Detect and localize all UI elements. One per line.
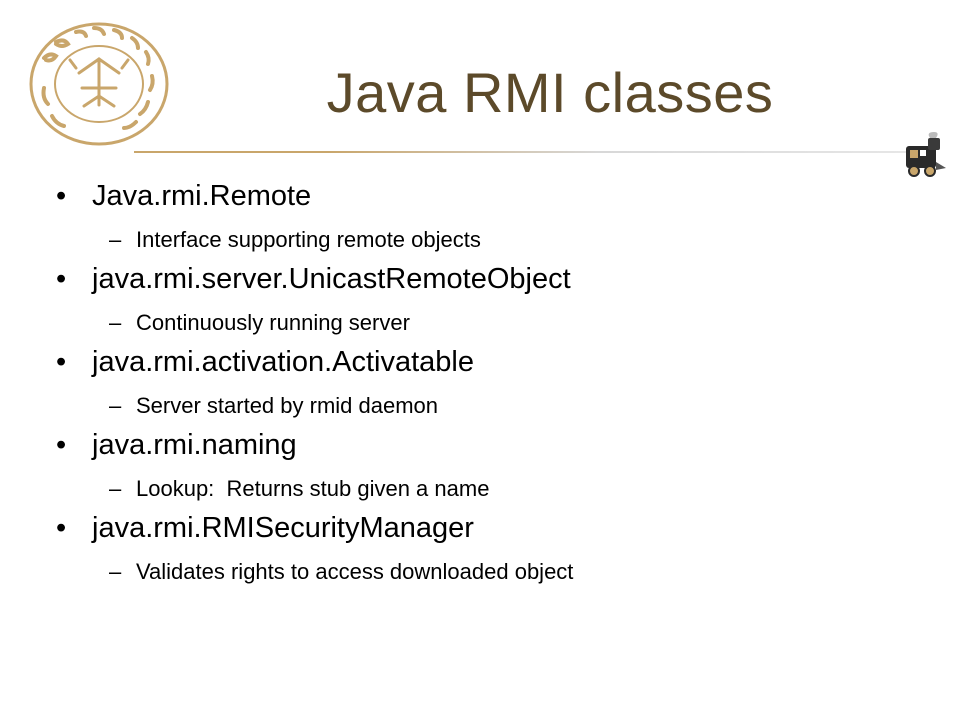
sub-bullet-text: Lookup: Returns stub given a name: [136, 476, 490, 501]
sub-bullet-item: – Server started by rmid daemon: [56, 393, 936, 419]
bullet-text: java.rmi.activation.Activatable: [92, 346, 474, 378]
bullet-item: • java.rmi.naming: [56, 428, 936, 462]
bullet-text: java.rmi.RMISecurityManager: [92, 512, 474, 544]
sub-bullet-item: – Continuously running server: [56, 310, 936, 336]
bullet-item: • java.rmi.RMISecurityManager: [56, 511, 936, 545]
sub-bullet-text: Server started by rmid daemon: [136, 393, 439, 418]
slide-title: Java RMI classes: [326, 61, 774, 124]
purdue-university-seal-icon: [29, 22, 169, 146]
bullet-text: java.rmi.server.UnicastRemoteObject: [92, 263, 571, 295]
bullet-item: • java.rmi.server.UnicastRemoteObject: [56, 262, 936, 296]
bullet-item: • Java.rmi.Remote: [56, 179, 936, 213]
sub-bullet-text: Interface supporting remote objects: [136, 227, 481, 252]
bullet-glyph: •: [56, 429, 67, 461]
sub-bullet-item: – Validates rights to access downloaded …: [56, 559, 936, 585]
purdue-train-icon: [906, 132, 946, 177]
sub-bullet-text: Validates rights to access downloaded ob…: [136, 559, 574, 584]
sub-bullet-glyph: –: [109, 476, 122, 501]
sub-bullet-glyph: –: [109, 559, 122, 584]
sub-bullet-item: – Lookup: Returns stub given a name: [56, 476, 936, 502]
sub-bullet-glyph: –: [109, 310, 122, 335]
bullet-glyph: •: [56, 263, 67, 295]
bullet-text: Java.rmi.Remote: [92, 180, 312, 212]
bullet-list: • Java.rmi.Remote – Interface supporting…: [56, 170, 936, 585]
title-underline: [134, 151, 909, 153]
bullet-glyph: •: [56, 346, 67, 378]
sub-bullet-text: Continuously running server: [136, 310, 410, 335]
bullet-glyph: •: [56, 512, 67, 544]
sub-bullet-item: – Interface supporting remote objects: [56, 227, 936, 253]
bullet-item: • java.rmi.activation.Activatable: [56, 345, 936, 379]
sub-bullet-glyph: –: [109, 393, 122, 418]
bullet-glyph: •: [56, 180, 67, 212]
sub-bullet-glyph: –: [109, 227, 122, 252]
bullet-text: java.rmi.naming: [92, 429, 297, 461]
